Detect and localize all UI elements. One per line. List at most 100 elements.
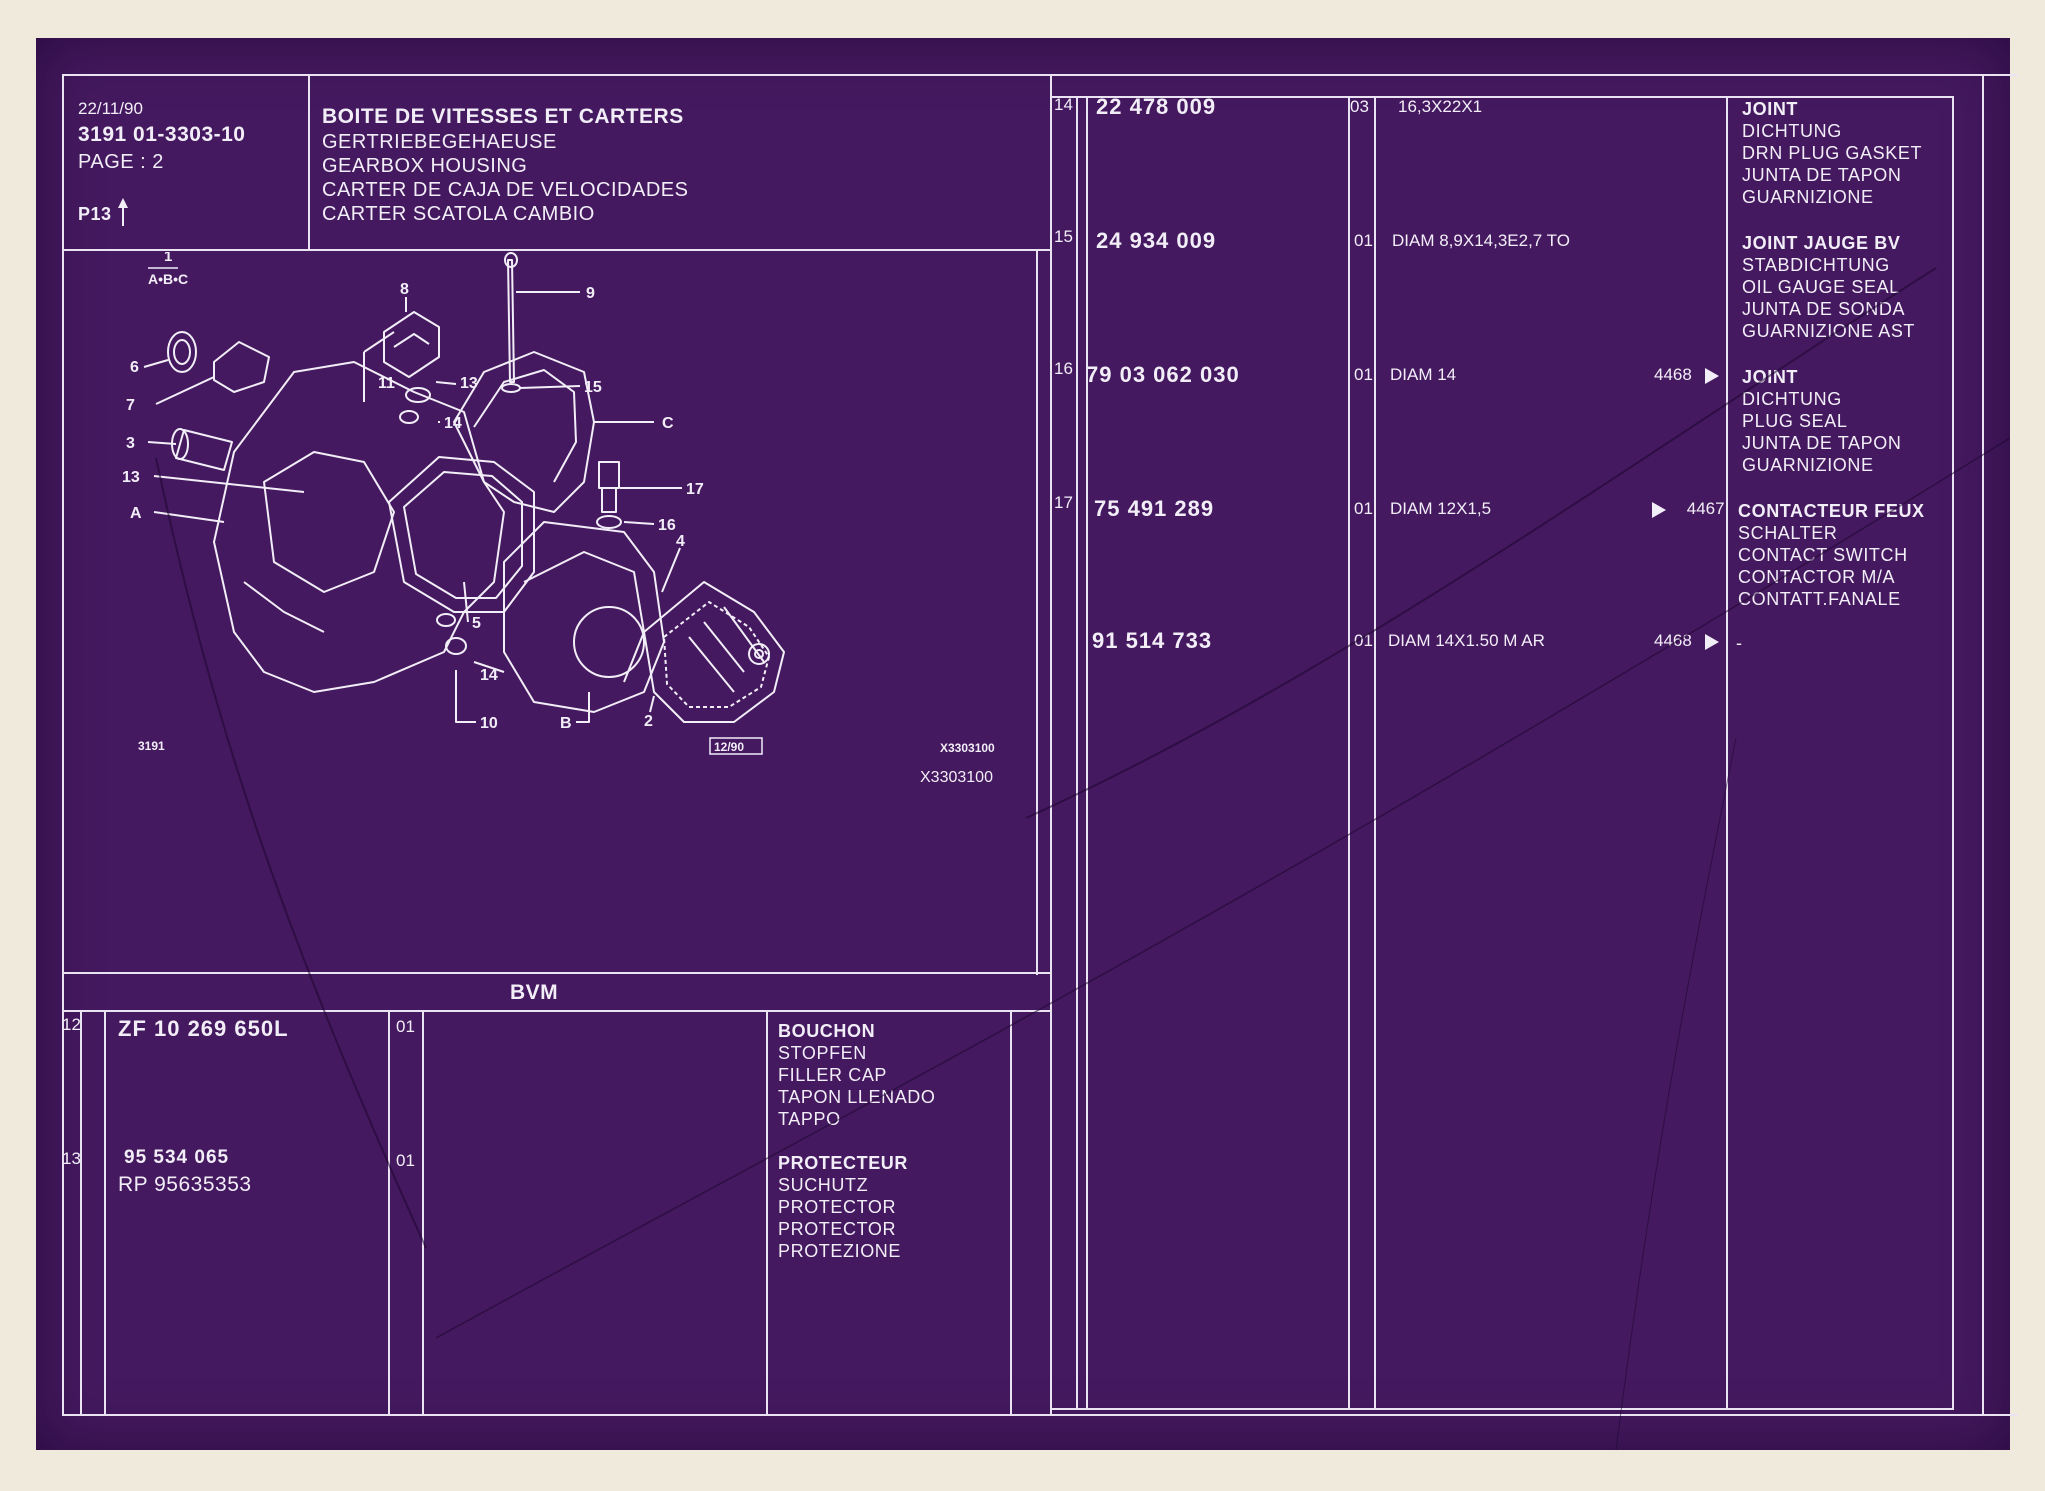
- rt-row-4-qty: 01: [1354, 631, 1373, 650]
- header-code: 3191 01-3303-10: [78, 123, 246, 146]
- header-ref-link[interactable]: P13: [78, 196, 129, 228]
- lt-row-0-desc-4: TAPPO: [778, 1109, 841, 1129]
- rt-row-0-desc-2: DRN PLUG GASKET: [1742, 143, 1923, 163]
- parts-sheet: 22/11/90 3191 01-3303-10 PAGE : 2 P13 BO…: [36, 38, 2018, 1450]
- rt-row-2-desc-3: JUNTA DE TAPON: [1742, 433, 1902, 453]
- diagram-model: 3191: [138, 739, 165, 753]
- rt-row-1-desc: JOINT JAUGE BV STABDICHTUNG OIL GAUGE SE…: [1742, 232, 1915, 342]
- lt-col: [1010, 1010, 1012, 1414]
- rt-row-3-desc-2: CONTACT SWITCH: [1738, 545, 1908, 565]
- header-split: [308, 74, 310, 250]
- callout-8: 8: [400, 281, 409, 298]
- lt-row-0-desc: BOUCHON STOPFEN FILLER CAP TAPON LLENADO…: [778, 1020, 936, 1130]
- callout-4: 4: [676, 533, 685, 550]
- rt-row-3-desc: CONTACTEUR FEUX SCHALTER CONTACT SWITCH …: [1738, 500, 1925, 610]
- rt-row-0-ref: 22 478 009: [1096, 94, 1217, 119]
- gasket-5-outline: [388, 456, 535, 613]
- lt-row-0-desc-2: FILLER CAP: [778, 1065, 888, 1085]
- frame-bottom: [62, 1414, 2018, 1416]
- play-arrow-icon: [1652, 501, 1666, 518]
- diagram-right: [1036, 249, 1038, 975]
- callout-c: C: [662, 415, 674, 432]
- play-arrow-icon: [1704, 633, 1719, 650]
- rt-row-3-ref: 75 491 289: [1094, 496, 1215, 521]
- rt-row-4-note: 4468: [1654, 632, 1719, 650]
- rt-row-1-desc-1: STABDICHTUNG: [1742, 255, 1890, 275]
- rt-row-0-desc-3: JUNTA DE TAPON: [1742, 165, 1902, 185]
- rt-row-4-dim: DIAM 14X1.50 M AR: [1388, 631, 1545, 650]
- lt-row-0-desc-0: BOUCHON: [778, 1021, 876, 1041]
- rt-row-2-desc: JOINT DICHTUNG PLUG SEAL JUNTA DE TAPON …: [1742, 366, 1901, 476]
- callout-a: A: [130, 505, 142, 522]
- rt-row-2-ref: 79 03 062 030: [1086, 362, 1240, 387]
- rt-row-1-desc-4: GUARNIZIONE AST: [1742, 321, 1916, 341]
- arrow-up-icon: [118, 198, 129, 226]
- diagram-stamp: 12/90: [714, 740, 744, 754]
- rt-col: [1076, 96, 1078, 1410]
- callout-12: 13: [122, 469, 140, 486]
- lt-col: [80, 1010, 82, 1414]
- header-title-2: GEARBOX HOUSING: [322, 155, 528, 177]
- header-divider: [62, 249, 1050, 251]
- callout-5: 5: [472, 615, 481, 632]
- header-title-0: BOITE DE VITESSES ET CARTERS: [322, 105, 684, 128]
- callout-6: 6: [130, 359, 139, 376]
- rt-row-0-desc-4: GUARNIZIONE: [1742, 187, 1874, 207]
- rt-row-0-no: 14: [1054, 95, 1073, 114]
- drawing-ref: X3303100: [920, 769, 993, 786]
- rt-row-3-desc-1: SCHALTER: [1738, 523, 1838, 543]
- variant-top: 1: [164, 252, 172, 265]
- rt-row-2-dim: DIAM 14: [1390, 365, 1457, 384]
- callout-2: 2: [644, 713, 653, 730]
- callout-13: 13: [460, 375, 478, 392]
- right-table-bottom: [1050, 1408, 1954, 1410]
- rt-row-2-desc-2: PLUG SEAL: [1742, 411, 1848, 431]
- rt-row-0-desc: JOINT DICHTUNG DRN PLUG GASKET JUNTA DE …: [1742, 98, 1922, 208]
- rt-row-0-desc-1: DICHTUNG: [1742, 121, 1842, 141]
- variant-bottom: A•B•C: [148, 271, 188, 287]
- header-title-3: CARTER DE CAJA DE VELOCIDADES: [322, 179, 689, 201]
- lt-row-1-desc: PROTECTEUR SUCHUTZ PROTECTOR PROTECTOR P…: [778, 1152, 908, 1262]
- rt-row-1-desc-3: JUNTA DE SONDA: [1742, 299, 1906, 319]
- rt-row-4-desc: -: [1736, 632, 1743, 654]
- rt-row-2-no: 16: [1054, 359, 1073, 378]
- header-title-4: CARTER SCATOLA CAMBIO: [322, 203, 595, 225]
- lt-col: [766, 1010, 768, 1414]
- rt-row-4-note-text: 4468: [1654, 631, 1692, 650]
- frame-left: [62, 74, 64, 1416]
- bvm-bottom: [62, 1010, 1050, 1012]
- callout-10: 10: [480, 715, 498, 732]
- rt-row-4-desc-0: -: [1736, 633, 1743, 653]
- rt-row-1-desc-0: JOINT JAUGE BV: [1742, 233, 1901, 253]
- rt-row-4-ref: 91 514 733: [1092, 628, 1213, 653]
- rt-row-2-desc-0: JOINT: [1742, 367, 1799, 387]
- lt-col: [388, 1010, 390, 1414]
- rt-row-3-dim: DIAM 12X1,5: [1390, 499, 1492, 518]
- lt-row-1-no: 13: [62, 1149, 81, 1168]
- rt-row-1-dim: DIAM 8,9X14,3E2,7 TO: [1392, 231, 1570, 250]
- rt-row-2-desc-1: DICHTUNG: [1742, 389, 1842, 409]
- rt-row-2-note-text: 4468: [1654, 365, 1692, 384]
- callout-17: 17: [686, 481, 704, 498]
- diagram-bottom: [62, 972, 1050, 974]
- right-table-top: [1050, 96, 1954, 98]
- callout-b: B: [560, 715, 572, 732]
- frame-top: [62, 74, 2018, 76]
- rt-row-1-desc-2: OIL GAUGE SEAL: [1742, 277, 1900, 297]
- play-arrow-icon: [1704, 367, 1719, 384]
- callout-9: 9: [586, 285, 595, 302]
- section-label-bvm: BVM: [510, 981, 559, 1004]
- lt-row-1-desc-2: PROTECTOR: [778, 1197, 897, 1217]
- lt-row-1-sub: RP 95635353: [118, 1173, 252, 1196]
- lt-row-0-ref: ZF 10 269 650L: [118, 1016, 289, 1041]
- rt-row-0-dim: 16,3X22X1: [1398, 97, 1483, 116]
- middle-divider: [1050, 74, 1052, 1416]
- ref-link-label: P13: [78, 204, 112, 224]
- lt-row-1-desc-0: PROTECTEUR: [778, 1153, 909, 1173]
- callout-11: 11: [378, 375, 395, 392]
- right-table-right: [1952, 96, 1954, 1410]
- rt-row-3-note: 4467: [1652, 500, 1725, 518]
- rt-row-2-note: 4468: [1654, 366, 1719, 384]
- lt-row-1-ref: 95 534 065: [124, 1147, 230, 1168]
- lt-row-0-desc-3: TAPON LLENADO: [778, 1087, 936, 1107]
